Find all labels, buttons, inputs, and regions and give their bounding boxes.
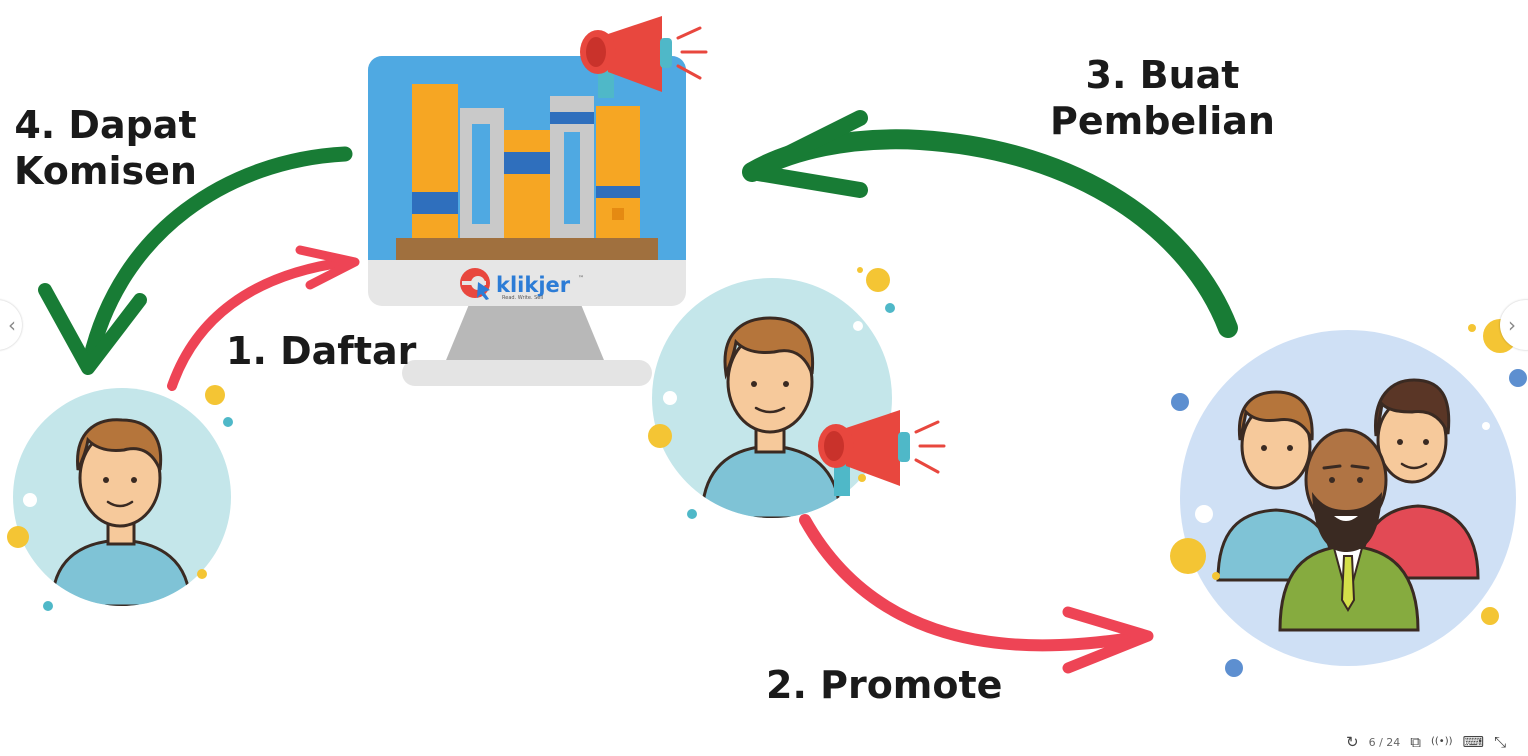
promoter-person-avatar (648, 267, 946, 519)
broadcast-icon[interactable]: ((•)) (1431, 736, 1453, 747)
page-counter: 6 / 24 (1368, 735, 1401, 749)
step4-label-line1: 4. Dapat (14, 103, 197, 147)
presentation-toolbar: ↻ 6 / 24 ⧉ ((•)) ⌨ ⤡ (1336, 728, 1528, 756)
svg-text:Read. Write. Sell: Read. Write. Sell (502, 295, 543, 301)
svg-text:klikjer: klikjer (496, 273, 571, 297)
exit-fullscreen-icon[interactable]: ⤡ (1494, 733, 1507, 751)
megaphone-icon-top (580, 16, 708, 98)
step4-label: 4. Dapat Komisen (14, 102, 197, 194)
replay-icon[interactable]: ↻ (1346, 733, 1359, 751)
prev-slide-button[interactable]: ‹ (0, 300, 22, 350)
arrow-step3 (742, 110, 1238, 338)
arrow-step4 (38, 146, 353, 375)
step3-label-line2: Pembelian (1050, 99, 1275, 143)
chevron-right-icon: › (1508, 313, 1516, 337)
monitor-illustration: klikjer ™ Read. Write. Sell (368, 16, 708, 386)
klikjer-logo: klikjer ™ Read. Write. Sell (460, 268, 584, 301)
step4-label-line2: Komisen (14, 149, 197, 193)
present-icon[interactable]: ⧉ (1410, 733, 1421, 751)
svg-text:™: ™ (578, 275, 584, 282)
megaphone-icon-promoter (818, 410, 946, 496)
step3-label: 3. Buat Pembelian (1050, 52, 1275, 144)
arrow-step1 (167, 245, 360, 391)
step2-label: 2. Promote (766, 663, 1003, 707)
chevron-left-icon: ‹ (8, 313, 16, 337)
step1-label: 1. Daftar (226, 329, 417, 373)
step3-label-line1: 3. Buat (1085, 53, 1240, 97)
customers-group-avatar (1170, 319, 1527, 677)
affiliate-person-avatar (7, 385, 233, 611)
arrow-step2 (799, 514, 1154, 674)
keyboard-icon[interactable]: ⌨ (1462, 733, 1485, 751)
